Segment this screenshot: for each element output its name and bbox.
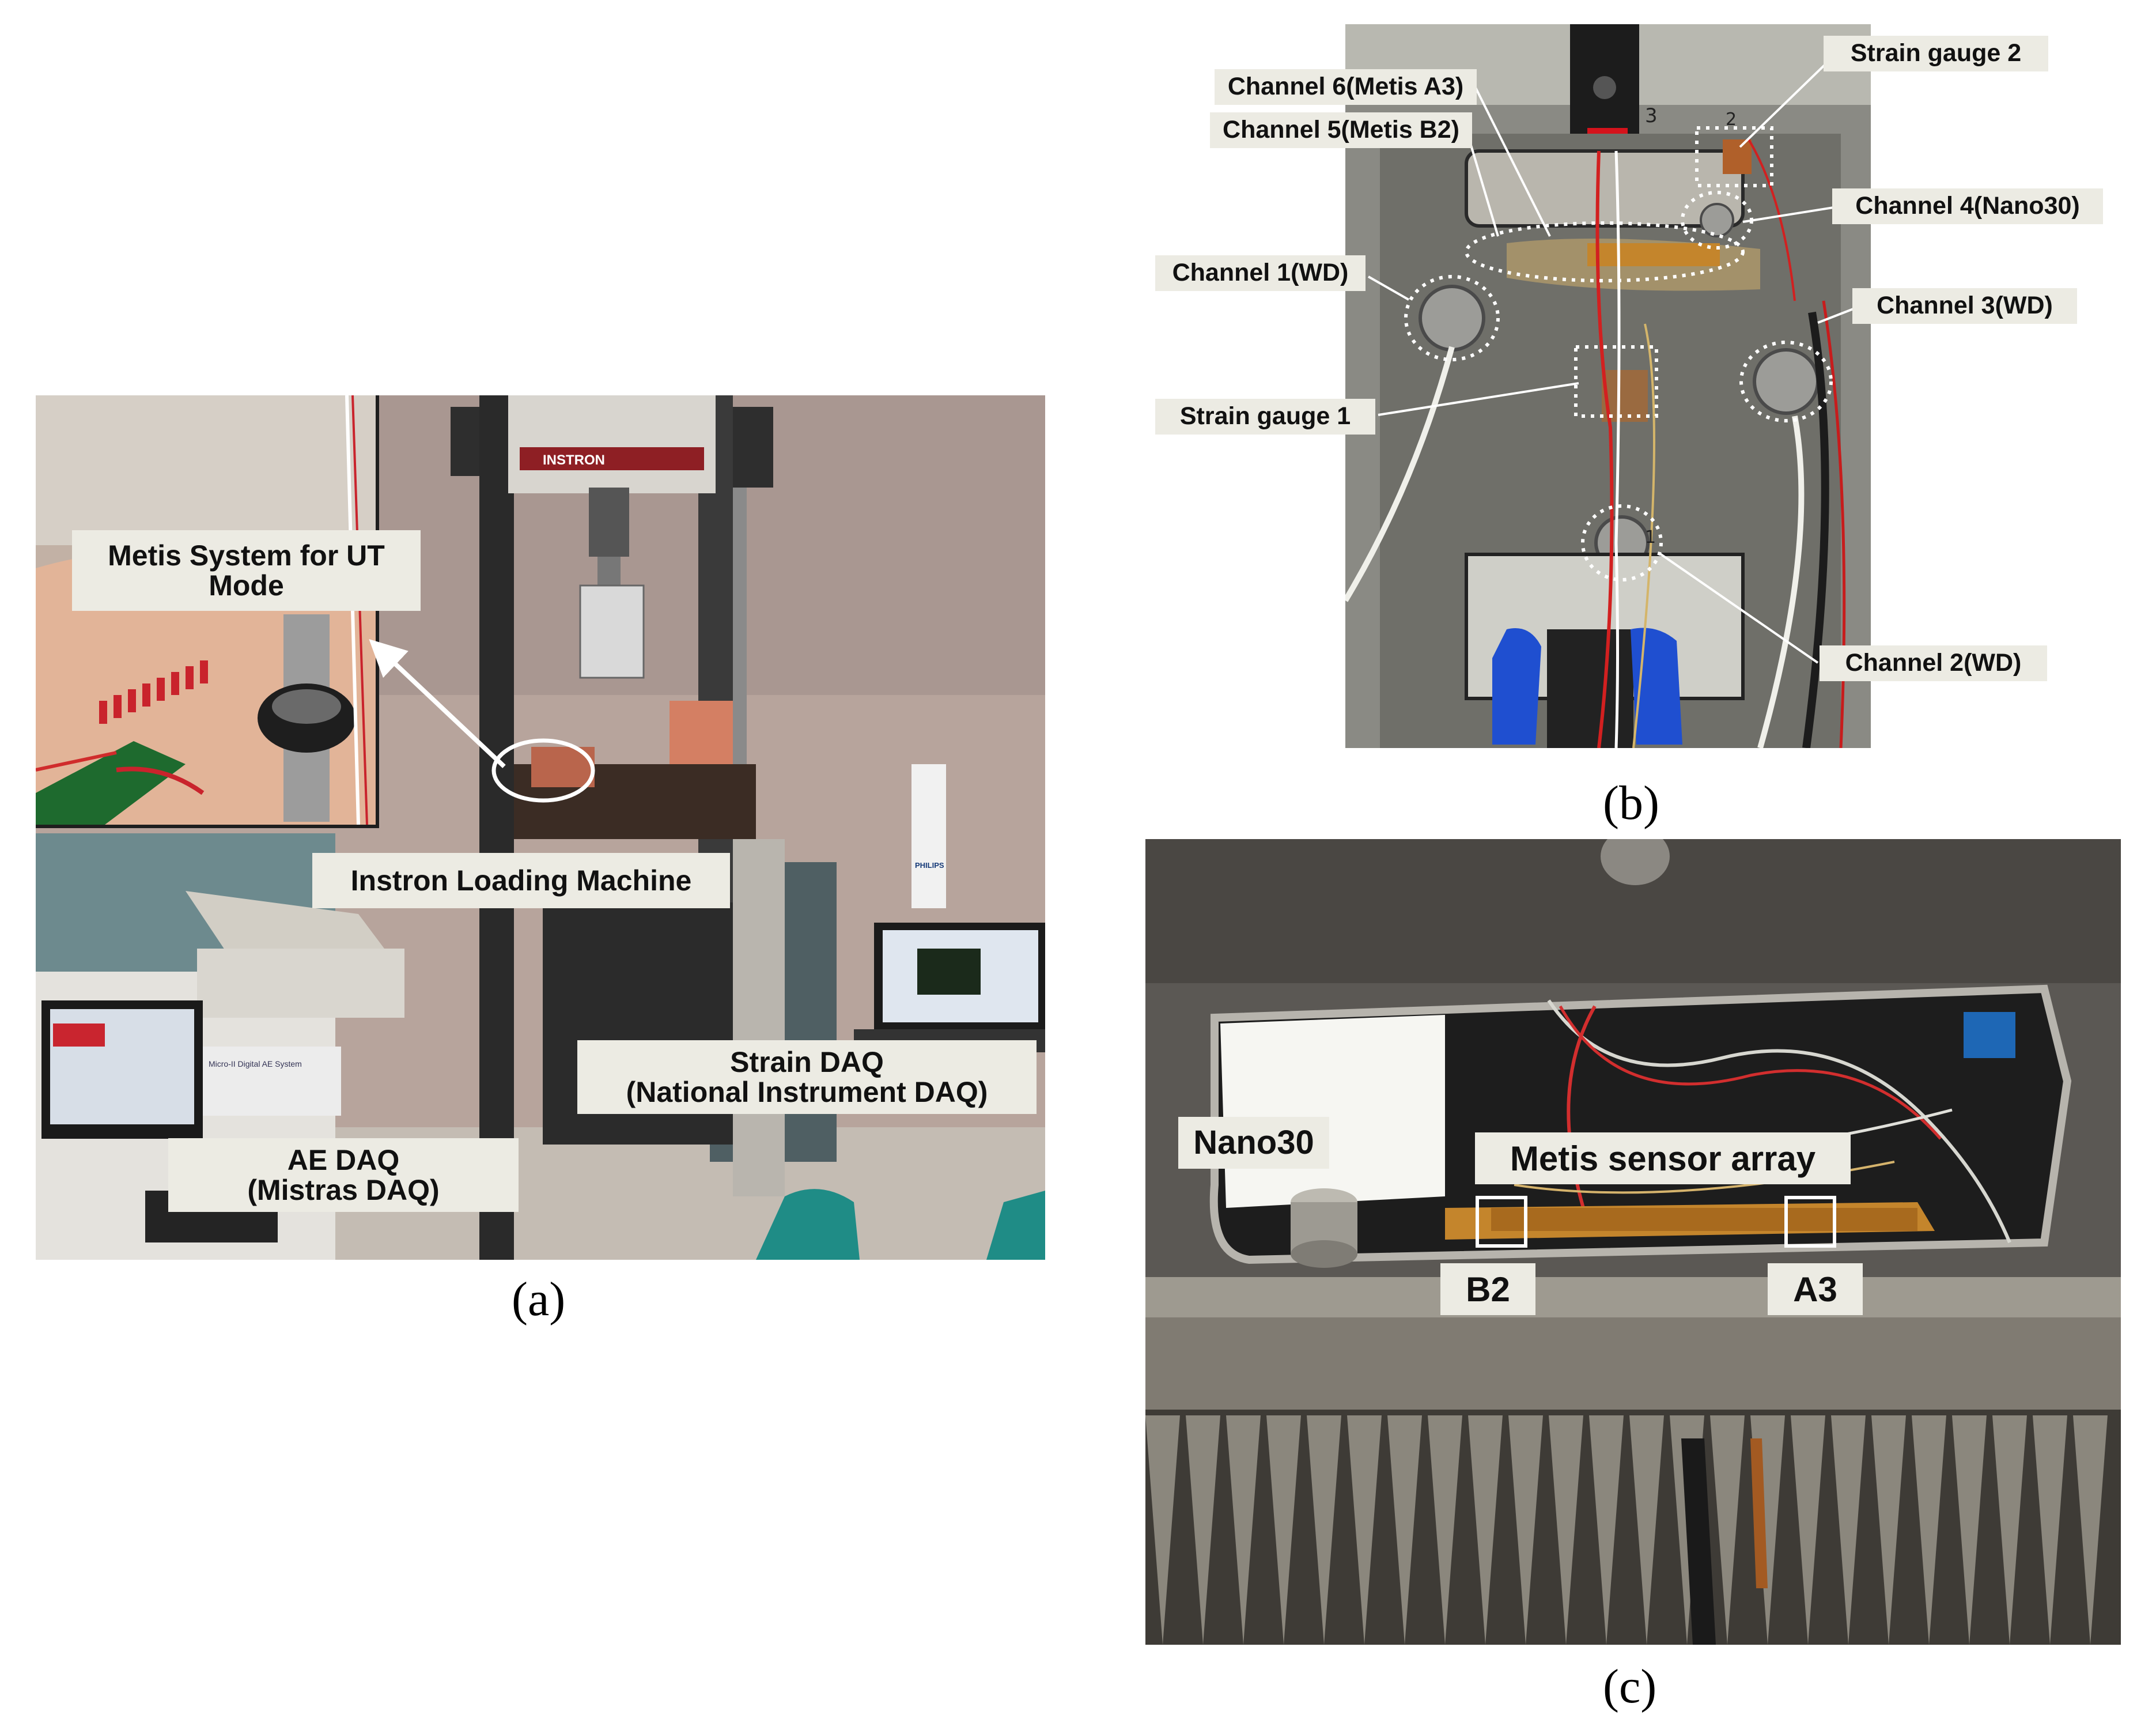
channel-2-label: Channel 2(WD) <box>1820 645 2047 681</box>
channel-4-label-text: Channel 4(Nano30) <box>1855 192 2080 220</box>
caption-b: (b) <box>1603 776 1659 830</box>
strain-daq-label: Strain DAQ (National Instrument DAQ) <box>577 1040 1037 1114</box>
metis-array-photo <box>1145 839 2121 1645</box>
channel-6-label-text: Channel 6(Metis A3) <box>1227 73 1464 101</box>
strain-gauge-2-label: Strain gauge 2 <box>1824 36 2048 71</box>
caption-c: (c) <box>1603 1660 1657 1713</box>
channel-5-label-text: Channel 5(Metis B2) <box>1223 116 1459 144</box>
channel-3-label-text: Channel 3(WD) <box>1877 292 2053 320</box>
plate-mark-3: 3 <box>1645 104 1658 127</box>
instron-machine-label-text: Instron Loading Machine <box>350 864 692 897</box>
ae-daq-label: AE DAQ (Mistras DAQ) <box>168 1138 519 1212</box>
channel-6-label: Channel 6(Metis A3) <box>1215 69 1477 105</box>
metis-system-label: Metis System for UT Mode <box>72 530 421 611</box>
channel-5-label: Channel 5(Metis B2) <box>1210 112 1472 148</box>
strain-gauge-2-label-text: Strain gauge 2 <box>1850 39 2022 67</box>
metis-sensor-array-label-text: Metis sensor array <box>1510 1139 1816 1178</box>
b2-label-text: B2 <box>1466 1270 1510 1309</box>
machine-brand-text: INSTRON <box>543 452 605 468</box>
a3-marker <box>1784 1196 1836 1248</box>
caption-a: (a) <box>512 1272 566 1326</box>
plate-mark-2: 2 <box>1726 109 1737 130</box>
a3-label-text: A3 <box>1793 1270 1837 1309</box>
channel-2-label-text: Channel 2(WD) <box>1845 649 2022 677</box>
strain-gauge-1-label-text: Strain gauge 1 <box>1179 402 1351 430</box>
strain-daq-label-line1: Strain DAQ <box>730 1045 884 1078</box>
channel-1-label-text: Channel 1(WD) <box>1172 259 1349 287</box>
plate-mark-1: 1 <box>1645 527 1656 547</box>
strain-gauge-1-label: Strain gauge 1 <box>1155 399 1375 435</box>
ae-daq-label-line2: (Mistras DAQ) <box>247 1174 440 1206</box>
b2-marker <box>1476 1196 1527 1248</box>
strain-daq-label-line2: (National Instrument DAQ) <box>626 1076 988 1108</box>
nano30-label-text: Nano30 <box>1193 1123 1314 1161</box>
ae-daq-label-line1: AE DAQ <box>287 1143 400 1176</box>
channel-3-label: Channel 3(WD) <box>1852 288 2077 324</box>
b2-label: B2 <box>1440 1263 1535 1315</box>
metis-array-illustration <box>1145 839 2121 1645</box>
channel-1-label: Channel 1(WD) <box>1155 255 1366 291</box>
instron-machine-label: Instron Loading Machine <box>312 853 730 908</box>
a3-label: A3 <box>1768 1263 1863 1315</box>
nano30-label: Nano30 <box>1178 1117 1329 1169</box>
metis-system-label-text: Metis System for UT Mode <box>108 539 385 602</box>
channel-4-label: Channel 4(Nano30) <box>1832 188 2103 224</box>
lab-setup-photo: INSTRON PHILIPS Micro-II Digital AE Syst… <box>36 395 1045 1260</box>
philips-box-text: PHILIPS <box>915 861 944 870</box>
lab-setup-illustration: INSTRON PHILIPS Micro-II Digital AE Syst… <box>36 395 1045 1260</box>
metis-sensor-array-label: Metis sensor array <box>1475 1132 1851 1184</box>
ae-system-text: Micro-II Digital AE System <box>209 1059 302 1068</box>
